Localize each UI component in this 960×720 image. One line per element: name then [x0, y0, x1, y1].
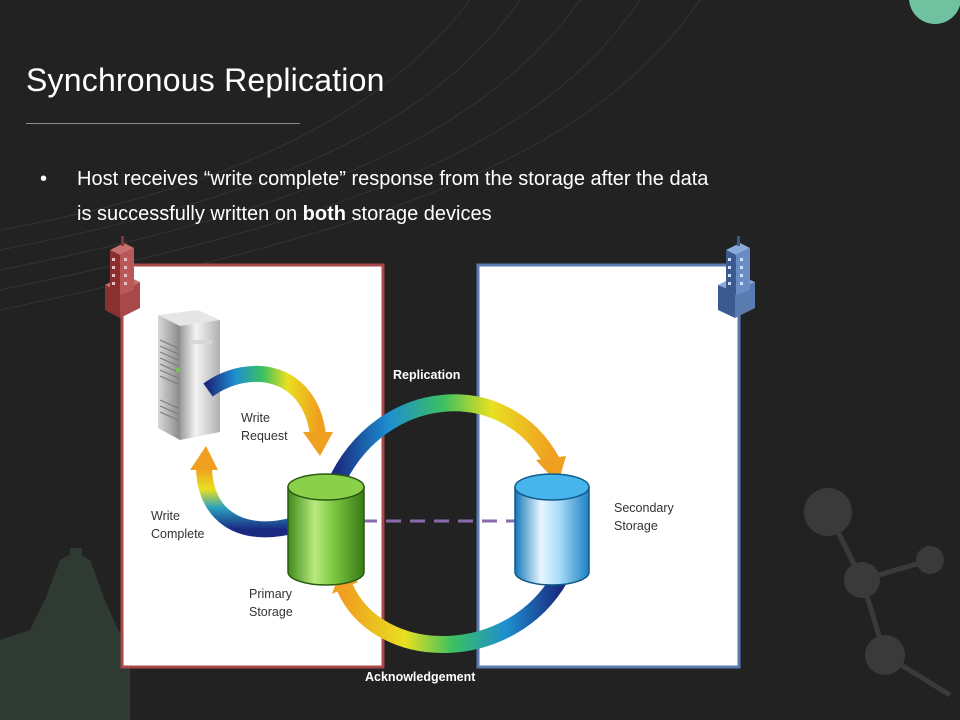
write-request-label-line: Request	[241, 429, 288, 443]
bullet-dot: •	[40, 168, 48, 190]
bullet-text-part: storage devices	[345, 203, 492, 225]
bullet-text-bold: both	[302, 203, 346, 225]
primary-storage-label-line: Primary	[249, 587, 293, 601]
write-complete-label: Write Complete	[151, 507, 205, 543]
bullet-text-part: Host receives “write complete” response …	[77, 168, 709, 225]
server-icon	[158, 310, 220, 440]
write-request-label-line: Write	[241, 411, 270, 425]
secondary-storage-label: Secondary Storage	[614, 499, 674, 535]
write-complete-label-line: Complete	[151, 527, 205, 541]
building-red-icon	[105, 236, 140, 318]
acknowledgement-label: Acknowledgement	[365, 670, 476, 684]
secondary-storage-label-line: Secondary	[614, 501, 674, 515]
bullet-text: Host receives “write complete” response …	[77, 162, 717, 232]
replication-label: Replication	[393, 368, 461, 382]
building-blue-icon	[718, 236, 755, 318]
write-complete-arrow	[190, 446, 298, 538]
primary-storage-label: Primary Storage	[249, 585, 293, 621]
primary-storage-label-line: Storage	[249, 605, 293, 619]
title-divider	[26, 123, 300, 124]
write-request-label: Write Request	[241, 409, 288, 445]
corner-circle-icon	[909, 0, 960, 24]
write-request-arrow	[203, 365, 333, 456]
secondary-storage-label-line: Storage	[614, 519, 658, 533]
write-complete-label-line: Write	[151, 509, 180, 523]
slide-title: Synchronous Replication	[26, 62, 385, 98]
secondary-storage-cylinder-icon	[514, 473, 590, 586]
secondary-site-box	[476, 263, 741, 669]
primary-storage-cylinder-icon	[287, 473, 365, 586]
